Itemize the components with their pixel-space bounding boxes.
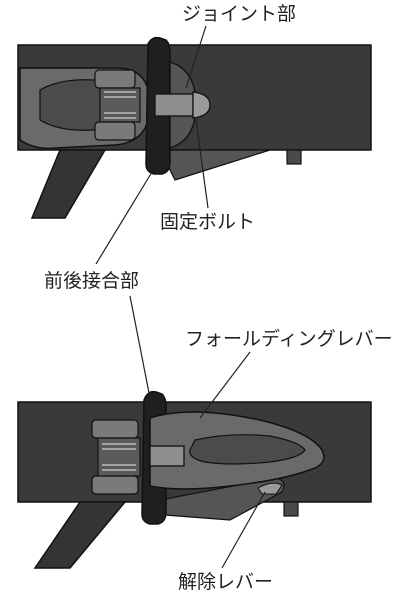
leader-joint: [185, 25, 207, 89]
label-release-lever: 解除レバー: [178, 571, 274, 593]
bottom-hinge-bracket: [91, 419, 141, 495]
bottom-fixing-bolt: [149, 445, 185, 467]
top-hinge-bracket: [94, 69, 141, 141]
leader-front-rear-joint-bottom: [129, 295, 151, 399]
leader-folding-lever: [199, 351, 251, 419]
label-fixing-bolt: 固定ボルト: [160, 211, 256, 233]
label-folding-lever: フォールディングレバー: [185, 328, 393, 350]
top-stub: [286, 149, 302, 165]
leader-front-rear-joint-top: [95, 171, 153, 265]
top-illustration-locked: [17, 36, 372, 219]
bottom-release-tab: [257, 482, 283, 495]
top-fixing-bolt: [154, 91, 211, 119]
top-release-lever: [159, 149, 271, 181]
bottom-lever-slot: [189, 434, 306, 465]
leader-release-lever: [221, 491, 266, 569]
leader-fixing-bolt: [195, 119, 209, 209]
top-down-tube: [30, 149, 107, 219]
label-joint: ジョイント部: [182, 3, 297, 25]
bottom-down-tube: [33, 501, 127, 569]
bottom-illustration-folding: [17, 390, 372, 569]
leader-lines: [95, 25, 266, 569]
bottom-stub: [283, 501, 299, 517]
label-front-rear-joint: 前後接合部: [44, 270, 140, 292]
